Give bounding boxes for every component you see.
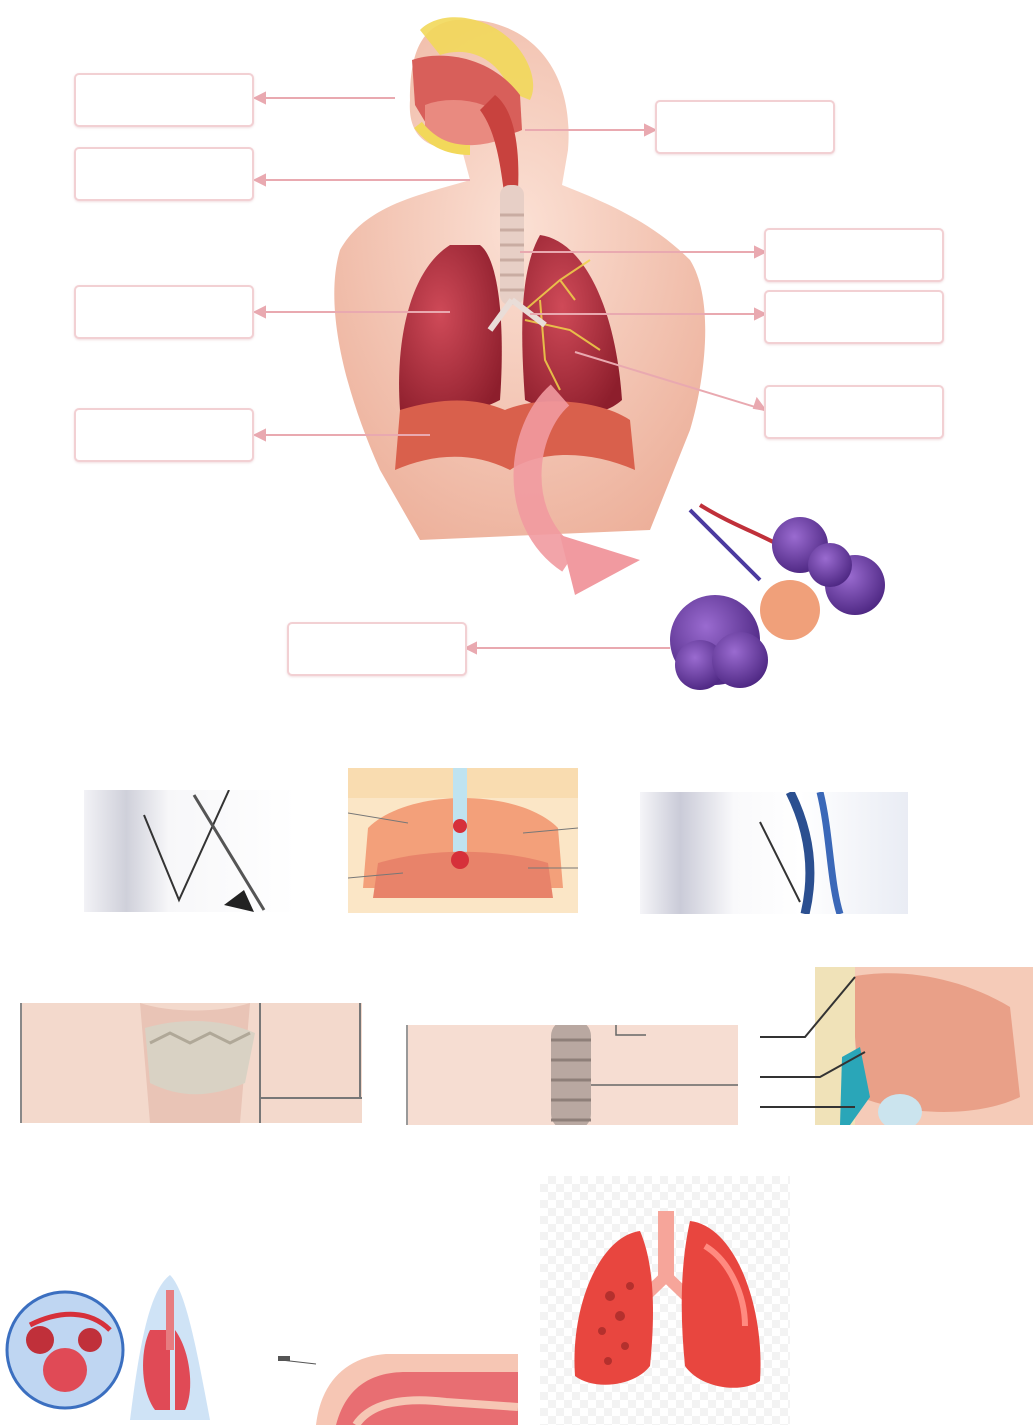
- label-box-trachea[interactable]: [764, 228, 944, 282]
- trachea-art: [406, 1025, 738, 1125]
- head-section-image[interactable]: [760, 967, 1033, 1125]
- head-section-art: [760, 967, 1033, 1125]
- lungs-clipart[interactable]: [540, 1176, 790, 1425]
- label-text: [766, 230, 942, 258]
- label-text: [766, 387, 942, 415]
- alveoli-lungs-art: [0, 1270, 260, 1420]
- label-box-diaphragm[interactable]: [74, 408, 254, 462]
- label-text: [76, 75, 252, 103]
- label-box-bronchi[interactable]: [764, 290, 944, 344]
- larynx-image[interactable]: [20, 1003, 362, 1123]
- nasal-cavity-art: [276, 1352, 518, 1425]
- label-text: [76, 149, 252, 177]
- leader-crop-1-lines: [84, 790, 296, 912]
- label-box-alveoli[interactable]: [287, 622, 467, 676]
- larynx-art: [20, 1003, 362, 1123]
- leader-crop-2[interactable]: [640, 792, 908, 914]
- leader-crop-1[interactable]: [84, 790, 296, 912]
- label-box-nasal-cavity[interactable]: [655, 100, 835, 154]
- thorax-diagram-art: [348, 768, 578, 913]
- label-text: [76, 410, 252, 438]
- label-box-nose[interactable]: [74, 73, 254, 127]
- thorax-diagram[interactable]: [348, 768, 578, 913]
- lungs-clipart-art: [540, 1176, 790, 1425]
- label-box-bronchioles[interactable]: [764, 385, 944, 439]
- label-text: [766, 292, 942, 320]
- label-text: [76, 287, 252, 315]
- label-box-pharynx[interactable]: [74, 147, 254, 201]
- alveoli-lungs-image[interactable]: [0, 1270, 260, 1420]
- arrowhead: [560, 535, 640, 595]
- leader-crop-2-lines: [640, 792, 908, 914]
- alveoli-cluster: [670, 505, 885, 690]
- label-text: [289, 624, 465, 652]
- label-box-right-lung[interactable]: [74, 285, 254, 339]
- label-text: [657, 102, 833, 130]
- nasal-cavity-image[interactable]: [276, 1352, 518, 1425]
- trachea-image[interactable]: [406, 1025, 738, 1125]
